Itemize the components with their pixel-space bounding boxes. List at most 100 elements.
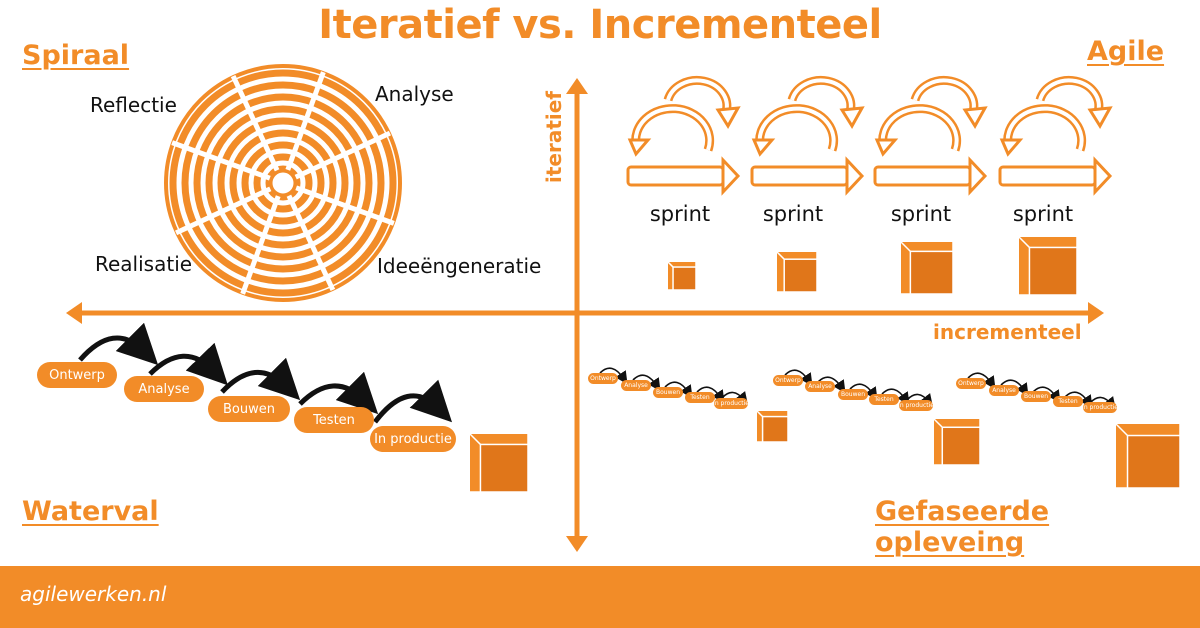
- sprint-loop-inner-inner: [633, 106, 712, 151]
- axis-label-incrementeel: incrementeel: [933, 320, 1082, 344]
- curved-arrow-icon: [599, 367, 628, 385]
- spiral-divider: [286, 194, 336, 292]
- curved-arrow-icon: [881, 388, 910, 406]
- spiral-divider: [294, 130, 392, 180]
- footer-bar: [0, 566, 1200, 628]
- phased-step-bouwen: Bouwen: [838, 389, 868, 400]
- sprint-label: sprint: [890, 202, 952, 226]
- cube-icon: [756, 410, 789, 443]
- spiral-icon: [164, 64, 402, 302]
- sprint-loop-outer-inner: [790, 78, 853, 113]
- sprint-base-arrow: [750, 165, 849, 187]
- curved-arrow-icon: [784, 369, 813, 387]
- cube-inner: [783, 258, 818, 293]
- spiral-phase-realisatie: Realisatie: [95, 252, 193, 276]
- cube-edge: [1018, 236, 1030, 248]
- cube-edge: [900, 241, 911, 252]
- sprint-cycle-icon: [750, 75, 865, 196]
- phased-step-analyse: Analyse: [805, 381, 835, 392]
- sprint-loop-inner-inner: [1005, 106, 1084, 151]
- sprint-base-arrow: [998, 165, 1097, 187]
- sprint-loop-inner: [631, 104, 715, 152]
- curved-arrow-icon: [906, 393, 933, 408]
- cube-inner: [941, 426, 981, 466]
- cube-icon: [933, 418, 981, 466]
- vertical-axis-arrow-bottom: [566, 536, 588, 552]
- waterfall-step-bouwen: Bouwen: [208, 396, 290, 422]
- phased-step-ontwerp: Ontwerp: [588, 373, 618, 384]
- phased-step-in-productie: In productie: [1082, 402, 1118, 413]
- curved-arrow-icon: [373, 379, 453, 424]
- phased-step-analyse: Analyse: [621, 380, 651, 391]
- sprint-loop-head: [839, 106, 865, 129]
- sprint-loop-head: [962, 106, 988, 129]
- cube-edge: [667, 261, 674, 268]
- sprint-arrow-head: [1093, 156, 1113, 196]
- phased-step-ontwerp: Ontwerp: [956, 378, 986, 389]
- curved-arrow-icon: [721, 391, 748, 406]
- phased-step-testen: Testen: [869, 394, 899, 405]
- quadrant-label-spiraal: Spiraal: [22, 40, 130, 71]
- sprint-base-arrow: [873, 165, 972, 187]
- spiral-ring: [265, 165, 301, 201]
- sprint-loop-inner-inner: [880, 106, 959, 151]
- phased-step-in-productie: In productie: [898, 400, 934, 411]
- curved-arrow-icon: [298, 371, 379, 415]
- sprint-loop-head: [751, 138, 776, 157]
- sprint-loop-inner: [878, 104, 962, 152]
- cube-icon: [776, 251, 818, 293]
- phased-step-testen: Testen: [685, 392, 715, 403]
- phased-step-ontwerp: Ontwerp: [773, 375, 803, 386]
- spiral-phase-analyse: Analyse: [375, 82, 454, 106]
- cube-edge: [933, 418, 943, 428]
- cube-edge: [469, 433, 481, 445]
- cube-inner: [479, 443, 529, 493]
- phased-step-in-productie: In productie: [713, 398, 749, 409]
- phased-step-analyse: Analyse: [989, 385, 1019, 396]
- sprint-loop-inner: [755, 104, 839, 152]
- curved-arrow-icon: [967, 372, 996, 390]
- sprint-cycle-icon: [626, 75, 741, 196]
- curved-arrow-icon: [1000, 379, 1029, 397]
- spiral-ring: [169, 69, 397, 297]
- axis-label-iteratief: iteratief: [542, 90, 567, 184]
- sprint-arrow-head: [968, 156, 988, 196]
- spiral-ring: [205, 105, 361, 261]
- spiral-divider: [174, 186, 272, 236]
- curved-arrow-icon: [148, 342, 228, 386]
- horizontal-axis-arrow-left: [66, 302, 82, 324]
- spiral-divider: [295, 185, 395, 226]
- spiral-ring: [164, 64, 402, 302]
- vertical-axis-arrow-top: [566, 78, 588, 94]
- spiral-divider: [240, 195, 281, 295]
- sprint-loop-head: [874, 138, 899, 157]
- curved-arrow-icon: [664, 381, 693, 399]
- page-title: Iteratief vs. Incrementeel: [318, 2, 882, 48]
- sprint-cycle-icon: [998, 75, 1113, 196]
- sprint-loop-outer-inner: [913, 78, 976, 113]
- sprint-cycles: [626, 75, 1113, 196]
- spiral-divider: [230, 74, 280, 172]
- spiral-ring: [229, 129, 337, 237]
- phased-step-testen: Testen: [1053, 396, 1083, 407]
- cube-inner: [1126, 434, 1181, 489]
- cube-icon: [1115, 423, 1181, 489]
- cube-icon: [1018, 236, 1078, 296]
- sprint-label: sprint: [1012, 202, 1074, 226]
- quadrant-label-gefaseerd: Gefaseerde opleveing: [875, 496, 1050, 558]
- curved-arrow-icon: [817, 376, 846, 394]
- sprint-arrow-head: [845, 156, 865, 196]
- curved-arrow-icon: [632, 374, 661, 392]
- cube-inner: [672, 266, 697, 291]
- waterfall-step-testen: Testen: [294, 407, 374, 433]
- waterfall-step-ontwerp: Ontwerp: [37, 362, 117, 388]
- cube-icon: [667, 261, 697, 291]
- waterfall-step-in-productie: In productie: [370, 426, 456, 452]
- quadrant-label-waterval: Waterval: [22, 496, 159, 527]
- cube-edge: [1115, 423, 1129, 437]
- horizontal-axis-arrow-right: [1088, 302, 1104, 324]
- sprint-base-arrow: [626, 165, 725, 187]
- curved-arrow-icon: [849, 383, 878, 401]
- spiral-divider: [285, 71, 326, 171]
- curved-arrow-icon: [1032, 386, 1061, 404]
